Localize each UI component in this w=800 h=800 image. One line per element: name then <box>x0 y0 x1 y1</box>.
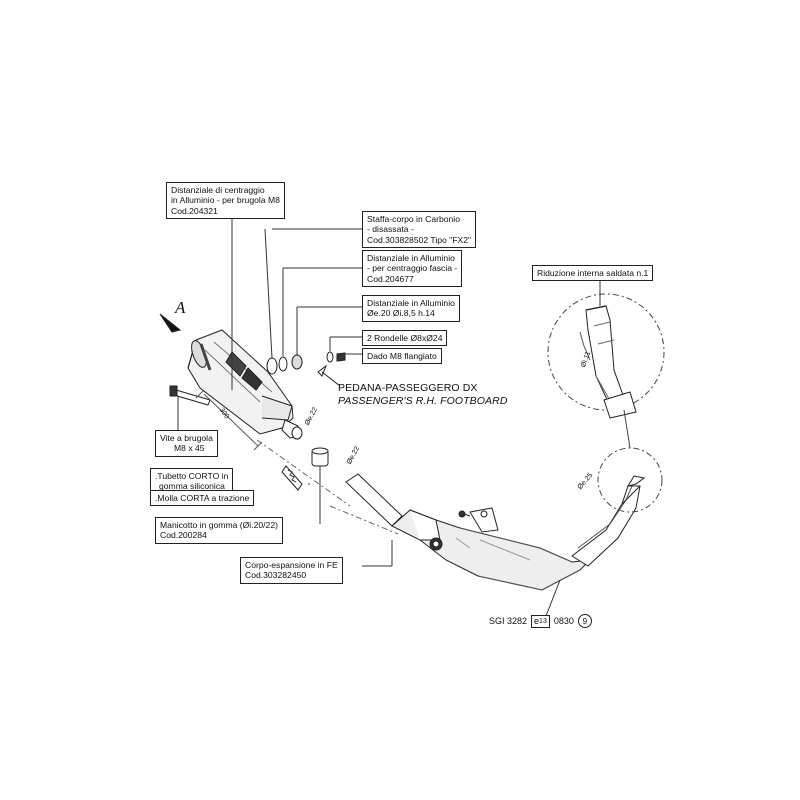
label-line: 2 Rondelle Ø8xØ24 <box>367 333 443 343</box>
label-line: Distanziale in Alluminio <box>367 253 455 263</box>
view-marker-letter: A <box>175 298 186 317</box>
view-marker-triangle <box>159 313 182 333</box>
label-internal-reduction: Riduzione interna saldata n.1 <box>532 265 654 282</box>
label-nut: Dado M8 flangiato <box>362 348 442 365</box>
label-line: Cod.303282450 <box>245 570 307 581</box>
certification-leader <box>545 579 561 617</box>
label-short-spring: .Molla CORTA a trazione <box>150 490 255 507</box>
label-spacer-dims: Distanziale in Alluminio Øe.20 Øi.8,5 h.… <box>362 295 460 322</box>
label-line: - per centraggio fascia - <box>367 263 458 274</box>
rubber-sleeve <box>311 447 329 467</box>
label-line: Distanziale in Alluminio <box>367 298 455 308</box>
label-line: Manicotto in gomma (Øi.20/22) <box>160 520 278 530</box>
label-line: Cod.204321 <box>171 205 218 216</box>
label-carbon-bracket: Staffa-corpo in Carbonio - disassata - C… <box>362 211 477 249</box>
label-line: .Molla CORTA a trazione <box>155 493 250 503</box>
label-line: Cod.204677 <box>367 273 414 284</box>
detail-view <box>532 277 665 449</box>
label-line: Cod.200284 <box>160 530 207 541</box>
emark-letter: e <box>534 616 540 626</box>
footboard-arrow <box>317 364 341 387</box>
label-line: Cod.303828502 Tipo "FX2" <box>367 234 472 245</box>
dimension-300 <box>195 389 263 451</box>
label-line: Vite a brugola <box>160 433 213 443</box>
label-rubber-sleeve: Manicotto in gomma (Øi.20/22) Cod.200284 <box>155 517 283 544</box>
bracket-hardware <box>266 351 346 375</box>
label-line: Dado M8 flangiato <box>367 351 437 361</box>
emark-number: 13 <box>539 617 547 625</box>
certification-circled: 9 <box>577 614 592 628</box>
label-line: Øe.20 Øi.8,5 h.14 <box>367 308 435 319</box>
allen-screw <box>169 385 211 406</box>
footboard-caption-en: PASSENGER'S R.H. FOOTBOARD <box>338 395 508 407</box>
label-line: Corpo-espansione in FE <box>245 560 338 570</box>
label-line: Riduzione interna saldata n.1 <box>537 268 649 278</box>
certification-number: 0830 <box>553 616 574 626</box>
label-spacer-centering: Distanziale di centraggio in Alluminio -… <box>166 182 285 220</box>
silencer <box>187 329 303 440</box>
center-lines <box>256 439 399 535</box>
footboard-caption-it: PEDANA-PASSEGGERO DX <box>338 382 478 394</box>
label-spacer-band: Distanziale in Alluminio - per centraggi… <box>362 250 463 288</box>
label-line: gomma siliconica <box>159 481 225 492</box>
label-line: - disassata - <box>367 224 414 235</box>
label-line: Distanziale di centraggio <box>171 185 265 195</box>
label-line: .Tubetto CORTO in <box>155 471 229 481</box>
label-line: M8 x 45 <box>174 443 205 454</box>
leader-lines <box>177 213 393 567</box>
expansion-chamber <box>345 473 646 591</box>
label-expansion-body: Corpo-espansione in FE Cod.303282450 <box>240 557 343 584</box>
label-allen-screw: Vite a brugola M8 x 45 <box>155 430 218 457</box>
label-washers: 2 Rondelle Ø8xØ24 <box>362 330 448 347</box>
certification-prefix: SGI 3282 <box>489 616 528 626</box>
label-line: in Alluminio - per brugola M8 <box>171 195 280 206</box>
label-line: Staffa-corpo in Carbonio <box>367 214 460 224</box>
tube-and-spring <box>281 465 303 491</box>
